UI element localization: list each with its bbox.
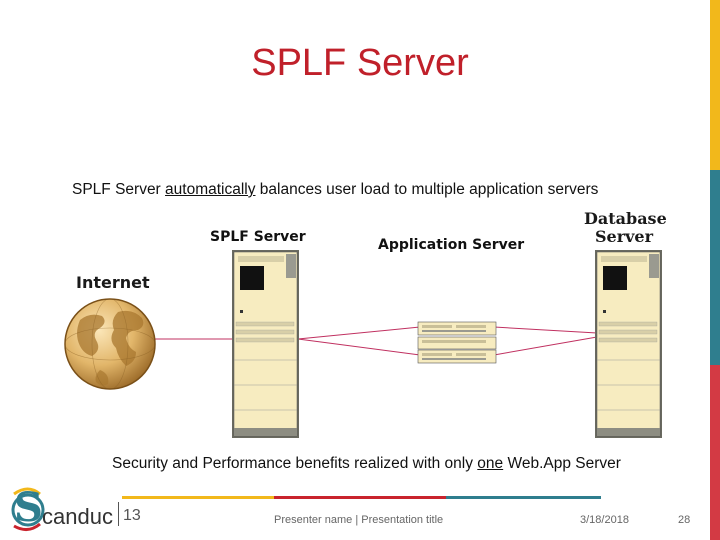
logo-number: 13 [123,507,141,524]
accent-bar-yellow [710,0,720,170]
slide-bottom-text: Security and Performance benefits realiz… [112,455,621,473]
application-server-label: Application Server [378,237,525,253]
link-splf-app-top [297,326,421,340]
footer-presenter: Presenter name | Presentation title [274,514,444,526]
bottom-underlined: one [477,455,504,472]
internet-label: Internet [76,273,150,292]
logo-s: S [14,484,43,531]
splf-server-label: SPLF Server [210,229,306,245]
connection-lines [152,326,598,356]
scanduc-logo-icon [11,487,45,531]
link-app-db-top [493,326,598,334]
footer-page-number: 28 [678,514,691,526]
accent-bar-red [710,365,720,540]
link-splf-app-bottom [297,338,421,356]
footer-line-yellow [122,496,274,499]
link-app-db-bottom [493,336,598,356]
footer-date: 3/18/2018 [580,514,629,526]
globe-icon [64,298,156,390]
database-server-icon [595,250,662,438]
slide-title: SPLF Server [251,42,469,84]
database-label-line1: Database [584,209,667,228]
bottom-pre: Security and Performance benefits realiz… [112,455,478,472]
logo-divider [118,502,119,526]
footer-line-red [274,496,446,499]
footer-line-teal [446,496,601,499]
bottom-post: Web.App Server [503,455,621,472]
subtitle-post: balances user load to multiple applicati… [255,181,599,198]
tower-server-icon [232,250,299,438]
rack-server-icon [417,321,497,364]
logo-text: canduc [42,504,113,529]
database-server-label: Database Server [584,209,667,246]
scanduc-logo: S canduc 13 [6,480,146,536]
accent-bar-teal [710,170,720,365]
subtitle-underlined: automatically [165,181,256,198]
database-label-line2: Server [594,227,654,246]
subtitle-pre: SPLF Server [72,181,166,198]
slide-subtitle: SPLF Server automatically balances user … [72,181,598,199]
